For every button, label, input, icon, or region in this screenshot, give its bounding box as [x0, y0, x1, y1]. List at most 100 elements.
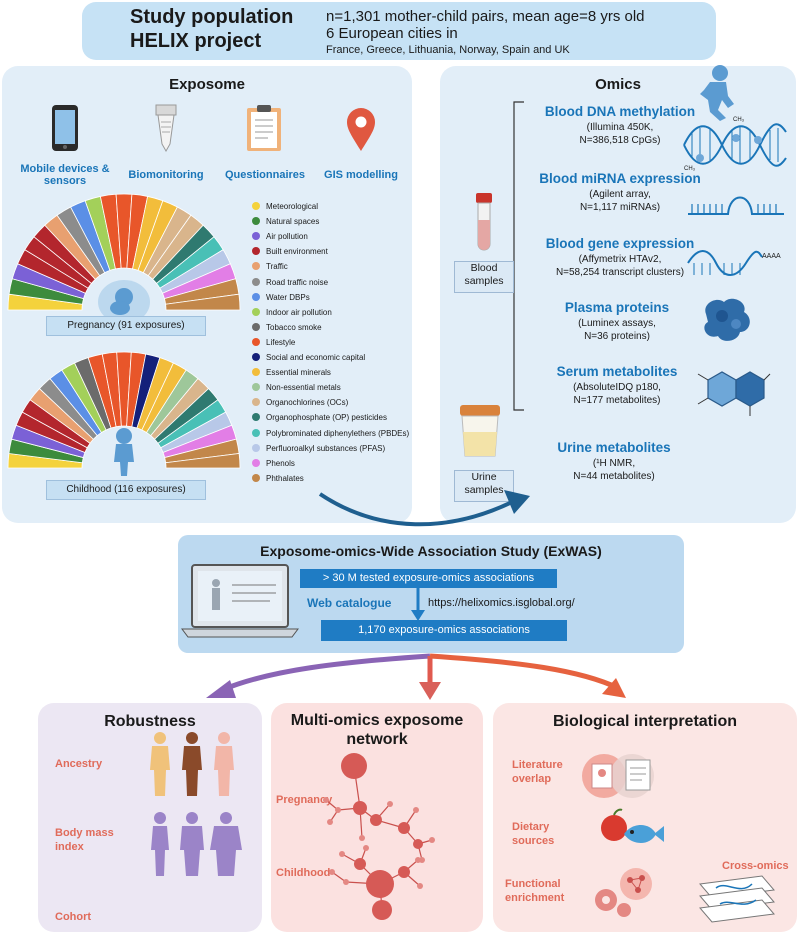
childhood-exposure-fan	[7, 351, 241, 476]
mirna-icon	[688, 196, 784, 215]
legend-swatch	[252, 232, 260, 241]
omic-platform: (¹H NMR,	[592, 458, 636, 469]
pregnancy-caption: Pregnancy (91 exposures)	[46, 316, 206, 336]
legend-swatch	[252, 202, 260, 210]
exposure-segment	[165, 453, 241, 469]
legend-swatch	[252, 262, 260, 271]
legend-swatch	[252, 383, 260, 392]
legend-swatch	[252, 413, 260, 422]
web-catalogue-link[interactable]: https://helixomics.isglobal.org/	[428, 597, 575, 609]
omic-count: N=177 metabolites)	[573, 395, 661, 406]
smartphone-icon	[52, 105, 78, 151]
apple-fish-icon	[601, 808, 664, 843]
laptop-icon	[181, 564, 299, 638]
omic-count: N=44 metabolites)	[573, 471, 655, 482]
omic-platform: (Luminex assays,	[578, 318, 656, 329]
legend-item: Phenols	[252, 458, 295, 470]
legend-item: Polybrominated diphenylethers (PBDEs)	[252, 428, 409, 440]
functional-label: Functional enrichment	[505, 878, 565, 904]
legend-item: Social and economic capital	[252, 352, 365, 364]
legend-swatch	[252, 292, 260, 301]
legend-label: Built environment	[266, 247, 328, 257]
network-title: Multi-omics exposome network	[290, 712, 464, 748]
omic-platform: (Affymetrix HTAv2,	[578, 254, 662, 265]
legend-swatch	[252, 353, 260, 361]
legend-swatch	[252, 458, 260, 467]
ch3-label: CH₃	[733, 117, 745, 123]
sample-tube-icon	[155, 104, 177, 152]
fetus-icon	[110, 288, 133, 315]
literature-label: Literature overlap	[512, 759, 563, 785]
ch3-label-2: CH₃	[684, 166, 696, 172]
metabolite-icon	[697, 371, 771, 416]
urine-samples-label: Urine samples	[454, 470, 514, 502]
legend-label: Non-essential metals	[266, 383, 341, 393]
study-population-banner	[82, 2, 716, 60]
exposome-to-omics-arrow	[318, 490, 530, 527]
blood-samples-label: Blood samples	[454, 261, 514, 293]
cross-omics-label: Cross-omics	[722, 860, 789, 872]
web-catalogue-label: Web catalogue	[307, 596, 392, 610]
literature-overlap-icon	[582, 754, 654, 798]
omic-count: N=58,254 transcript clusters)	[555, 267, 685, 278]
legend-label: Natural spaces	[266, 217, 320, 227]
urine-cup-icon	[460, 405, 500, 457]
exposure-segment	[165, 293, 241, 311]
legend-swatch	[252, 277, 260, 286]
legend-swatch	[252, 473, 260, 482]
legend-label: Meteorological	[266, 202, 319, 211]
legend-item: Road traffic noise	[252, 277, 328, 289]
legend-item: Natural spaces	[252, 216, 319, 228]
exwas-title: Exposome-omics-Wide Association Study (E…	[260, 543, 602, 559]
clipboard-icon	[247, 105, 281, 151]
legend-item: Phthalates	[252, 473, 304, 485]
legend-label: Phthalates	[266, 473, 304, 483]
network-childhood-label: Childhood	[276, 867, 331, 879]
omics-panel	[440, 66, 796, 523]
legend-swatch	[252, 247, 260, 256]
legend-swatch	[252, 217, 260, 226]
network-pregnancy-label: Pregnancy	[276, 794, 333, 806]
omic-platform: (Illumina 450K,	[586, 122, 654, 133]
legend-label: Organochlorines (OCs)	[266, 398, 349, 408]
omic-title: Blood gene expression	[545, 236, 695, 251]
legend-item: Essential minerals	[252, 367, 331, 379]
study-line-3: France, Greece, Lithuania, Norway, Spain…	[326, 44, 570, 56]
pregnancy-exposure-fan	[7, 193, 241, 324]
legend-label: Social and economic capital	[266, 353, 366, 362]
functional-enrichment-icon	[595, 868, 652, 917]
legend-item: Meteorological	[252, 201, 318, 213]
legend-swatch	[252, 307, 260, 316]
dna-methylation-icon	[683, 123, 787, 167]
omic-platform: (Agilent array,	[589, 189, 651, 200]
legend-swatch	[252, 443, 260, 452]
legend-swatch	[252, 322, 260, 331]
legend-item: Perfluoroalkyl substances (PFAS)	[252, 443, 385, 455]
ancestry-people-icon	[150, 732, 234, 796]
dietary-label: Dietary sources	[512, 821, 555, 847]
childhood-caption: Childhood (116 exposures)	[46, 480, 206, 500]
exposome-title: Exposome	[169, 76, 245, 93]
polya-label: AAAA	[762, 253, 781, 260]
tested-associations-box: > 30 M tested exposure-omics association…	[300, 569, 557, 588]
study-line-2: 6 European cities in	[326, 25, 458, 42]
legend-label: Perfluoroalkyl substances (PFAS)	[266, 443, 386, 453]
legend-label: Tobacco smoke	[266, 322, 322, 332]
legend-item: Lifestyle	[252, 337, 295, 349]
legend-item: Tobacco smoke	[252, 322, 322, 334]
child-icon	[114, 428, 134, 476]
legend-label: Traffic	[266, 262, 288, 272]
legend-item: Organochlorines (OCs)	[252, 397, 348, 409]
legend-swatch	[252, 398, 260, 407]
legend-item: Air pollution	[252, 231, 308, 243]
bmi-label: Body mass index	[55, 827, 114, 853]
omics-bracket	[513, 101, 524, 411]
cross-omics-layers-icon	[699, 875, 775, 923]
blood-tube-icon	[476, 193, 492, 251]
gene-expression-icon	[687, 250, 763, 276]
omic-title: Blood DNA methylation	[544, 104, 696, 119]
legend-swatch	[252, 428, 260, 437]
branching-arrows	[206, 653, 626, 700]
source-label-gis: GIS modelling	[324, 169, 398, 181]
legend-label: Essential minerals	[266, 368, 331, 378]
